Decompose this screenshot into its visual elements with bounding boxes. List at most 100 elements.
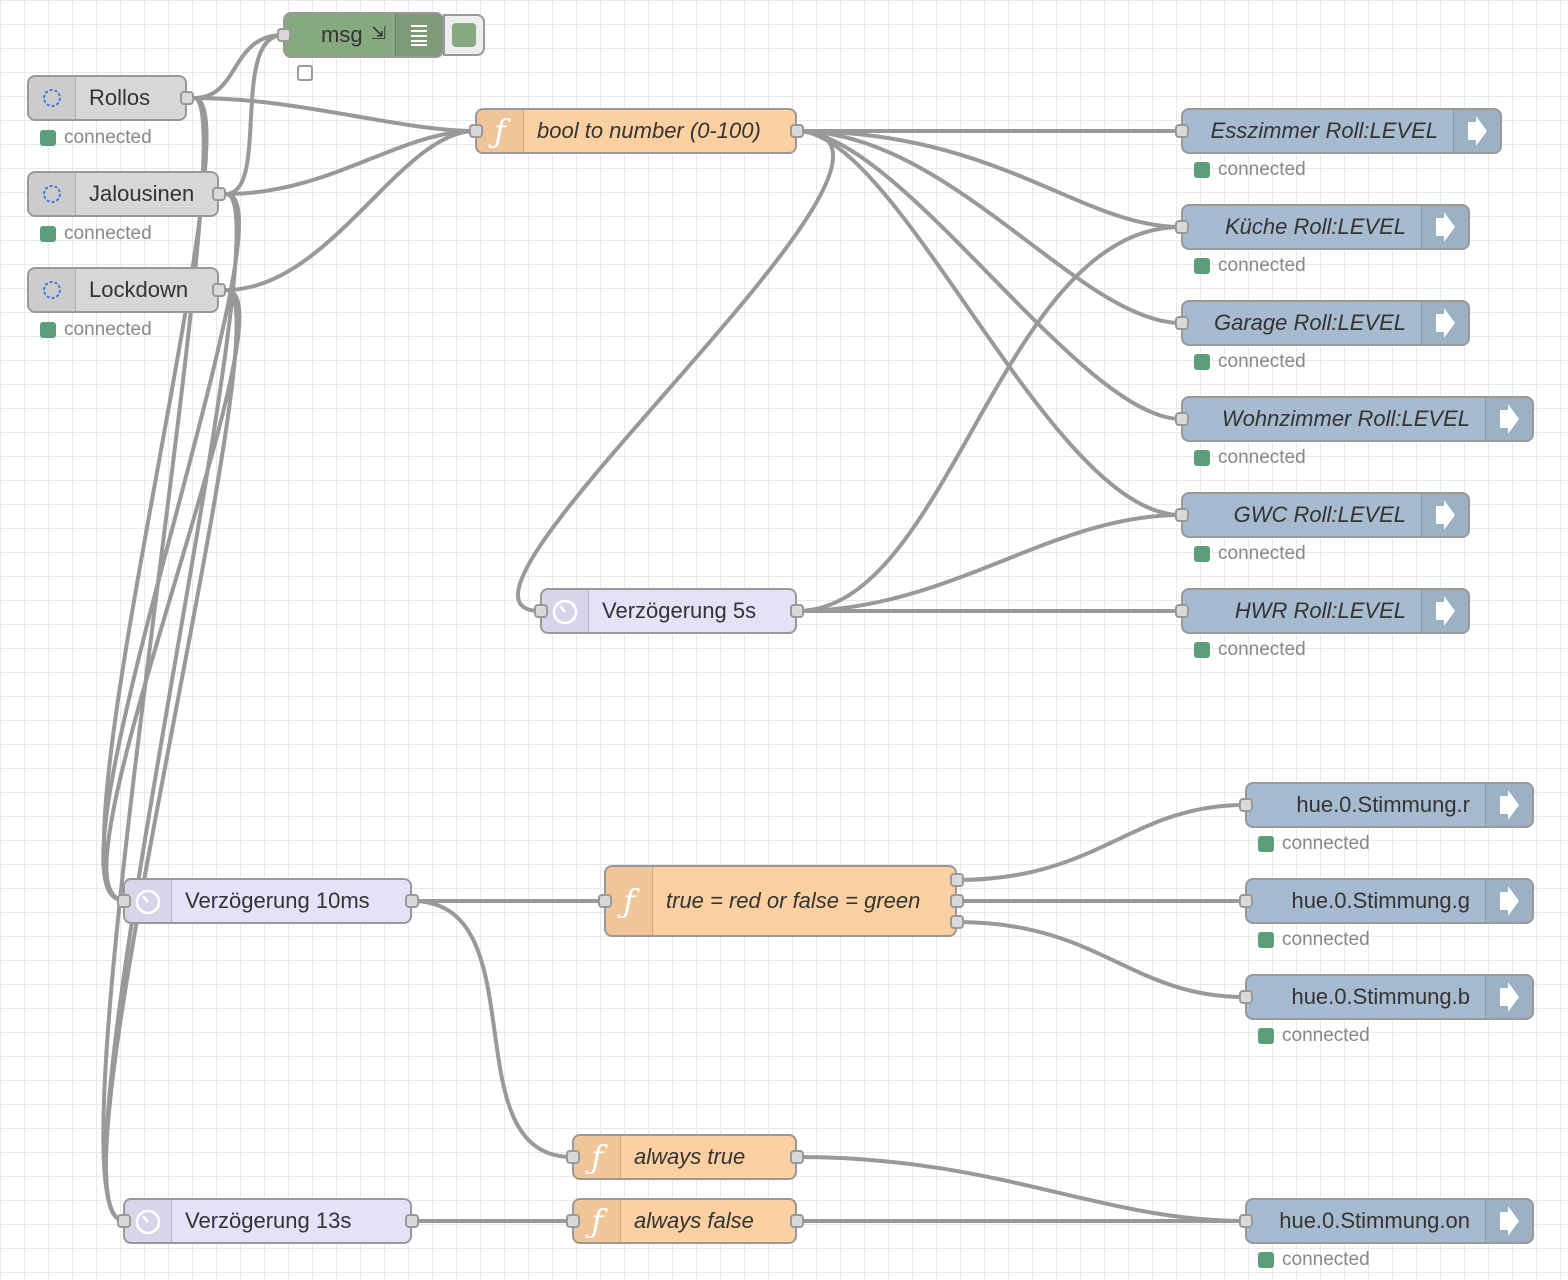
output-port[interactable]	[950, 873, 964, 887]
node-status: connected	[1258, 1025, 1370, 1047]
wire[interactable]	[796, 513, 1182, 613]
node-status: connected	[1194, 351, 1306, 373]
node-label: hue.0.Stimmung.g	[1291, 888, 1470, 913]
function-node-true-red-false-green[interactable]: ƒ true = red or false = green	[598, 865, 964, 937]
arrow-right-icon	[1453, 110, 1500, 152]
output-port[interactable]	[950, 915, 964, 929]
wire[interactable]	[411, 899, 573, 1159]
status-dot-icon	[1258, 932, 1274, 948]
output-port[interactable]	[790, 604, 804, 618]
input-port[interactable]	[1239, 894, 1253, 908]
status-dot-icon	[1258, 1252, 1274, 1268]
input-port[interactable]	[566, 1150, 580, 1164]
output-port[interactable]	[790, 1214, 804, 1228]
input-port[interactable]	[1175, 316, 1189, 330]
input-port[interactable]	[117, 894, 131, 908]
input-port[interactable]	[1175, 412, 1189, 426]
wire[interactable]	[796, 129, 1182, 517]
node-label: Küche Roll:LEVEL	[1225, 214, 1406, 239]
node-status: connected	[1258, 929, 1370, 951]
debug-node-msg[interactable]: msg ⇲	[277, 12, 444, 58]
output-node-hwr[interactable]: HWR Roll:LEVEL	[1175, 588, 1470, 634]
node-status: connected	[40, 319, 152, 341]
wire[interactable]	[225, 33, 284, 196]
status-dot-icon	[40, 322, 56, 338]
inject-node-lockdown[interactable]: Lockdown	[27, 267, 226, 313]
input-port[interactable]	[277, 28, 291, 42]
wire[interactable]	[225, 129, 476, 196]
function-node-bool-to-number[interactable]: ƒ bool to number (0-100)	[469, 108, 804, 154]
status-dot-icon	[40, 226, 56, 242]
wire[interactable]	[796, 129, 1182, 325]
output-node-hue-g[interactable]: hue.0.Stimmung.g	[1239, 878, 1534, 924]
output-port[interactable]	[790, 1150, 804, 1164]
input-port[interactable]	[469, 124, 483, 138]
function-node-always-true[interactable]: ƒ always true	[566, 1134, 804, 1180]
arrow-right-icon	[1485, 880, 1532, 922]
wire[interactable]	[796, 129, 1182, 421]
wire[interactable]	[956, 803, 1246, 882]
output-port[interactable]	[405, 1214, 419, 1228]
input-port[interactable]	[1175, 508, 1189, 522]
input-port[interactable]	[1239, 1214, 1253, 1228]
wire[interactable]	[516, 129, 835, 613]
status-dot-icon	[1258, 836, 1274, 852]
wire[interactable]	[193, 33, 284, 100]
node-label: always true	[634, 1144, 746, 1169]
output-node-hue-b[interactable]: hue.0.Stimmung.b	[1239, 974, 1534, 1020]
status-dot-icon	[1194, 162, 1210, 178]
output-port[interactable]	[790, 124, 804, 138]
input-port[interactable]	[117, 1214, 131, 1228]
output-node-wohnzimmer[interactable]: Wohnzimmer Roll:LEVEL	[1175, 396, 1534, 442]
wire[interactable]	[104, 288, 242, 902]
output-node-hue-on[interactable]: hue.0.Stimmung.on	[1239, 1198, 1534, 1244]
output-node-gwc[interactable]: GWC Roll:LEVEL	[1175, 492, 1470, 538]
output-node-kueche[interactable]: Küche Roll:LEVEL	[1175, 204, 1470, 250]
input-port[interactable]	[1175, 604, 1189, 618]
wire[interactable]	[796, 1155, 1246, 1223]
node-status: connected	[1194, 639, 1306, 661]
output-node-esszimmer[interactable]: Esszimmer Roll:LEVEL	[1175, 108, 1502, 154]
input-port[interactable]	[598, 894, 612, 908]
circle-icon	[29, 173, 76, 215]
timer-icon	[125, 1200, 172, 1242]
status-dot-icon	[1258, 1028, 1274, 1044]
input-port[interactable]	[1239, 990, 1253, 1004]
delay-node-10ms[interactable]: Verzögerung 10ms	[117, 878, 419, 924]
wire[interactable]	[956, 920, 1246, 999]
input-port[interactable]	[1175, 124, 1189, 138]
wire[interactable]	[103, 288, 239, 1222]
list-icon	[395, 14, 442, 56]
output-node-hue-r[interactable]: hue.0.Stimmung.r	[1239, 782, 1534, 828]
node-label: HWR Roll:LEVEL	[1234, 598, 1406, 623]
inject-node-jalousinen[interactable]: Jalousinen	[27, 171, 226, 217]
wire[interactable]	[796, 129, 1182, 229]
input-port[interactable]	[566, 1214, 580, 1228]
wire[interactable]	[101, 96, 206, 1222]
wire[interactable]	[193, 96, 476, 133]
output-port[interactable]	[212, 283, 226, 297]
inject-node-rollos[interactable]: Rollos	[27, 75, 194, 121]
status-dot-icon	[1194, 354, 1210, 370]
function-node-always-false[interactable]: ƒ always false	[566, 1198, 804, 1244]
output-node-garage[interactable]: Garage Roll:LEVEL	[1175, 300, 1470, 346]
input-port[interactable]	[1239, 798, 1253, 812]
status-dot-icon	[40, 130, 56, 146]
output-port[interactable]	[212, 187, 226, 201]
node-label: Jalousinen	[89, 181, 195, 206]
output-port[interactable]	[405, 894, 419, 908]
wire[interactable]	[225, 129, 476, 292]
debug-toggle-button[interactable]	[443, 14, 485, 56]
delay-node-13s[interactable]: Verzögerung 13s	[117, 1198, 419, 1244]
input-port[interactable]	[1175, 220, 1189, 234]
debug-status-box	[297, 65, 313, 81]
node-label: Lockdown	[89, 277, 189, 302]
wire[interactable]	[796, 225, 1182, 613]
output-port[interactable]	[180, 91, 194, 105]
input-port[interactable]	[534, 604, 548, 618]
delay-node-5s[interactable]: Verzögerung 5s	[534, 588, 804, 634]
node-label: Wohnzimmer Roll:LEVEL	[1221, 406, 1470, 431]
output-port[interactable]	[950, 894, 964, 908]
timer-icon	[542, 590, 589, 632]
